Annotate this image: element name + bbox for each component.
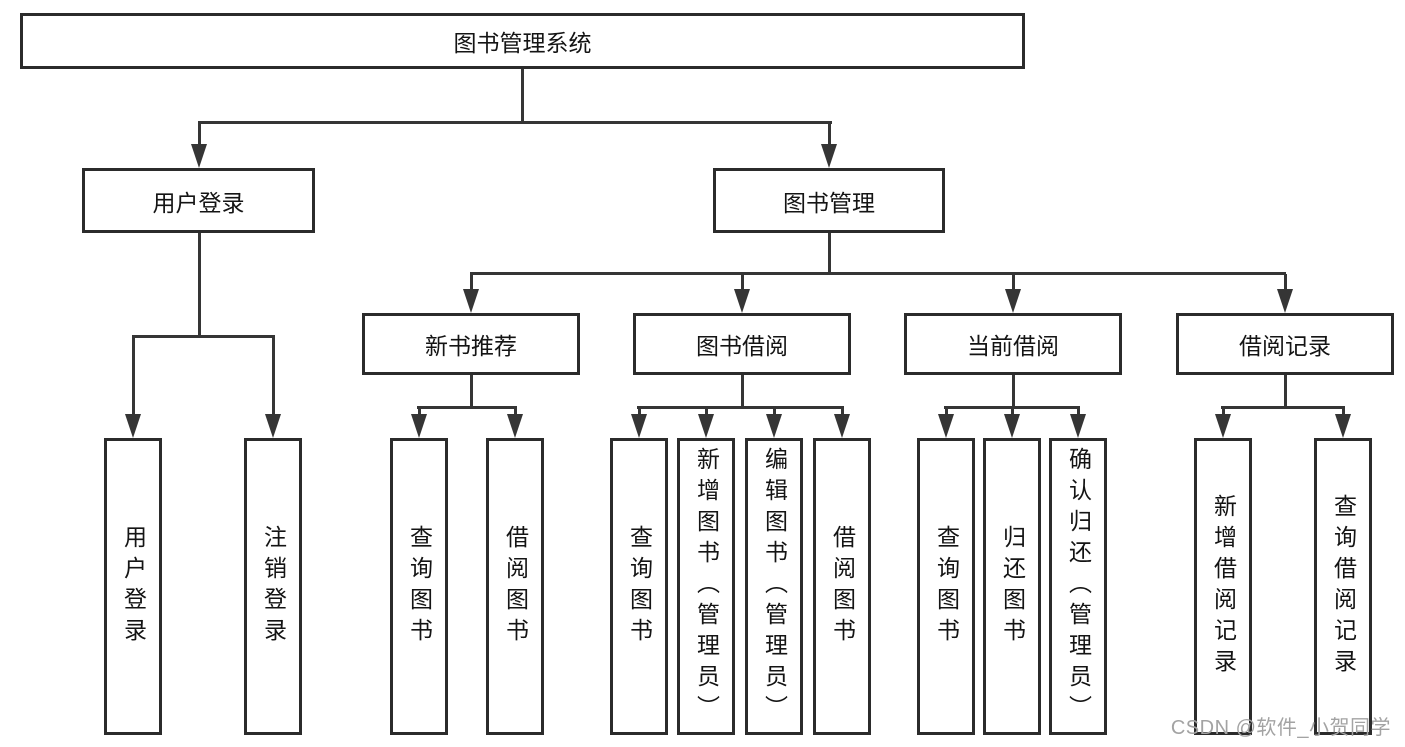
arrow-down-icon	[191, 144, 207, 168]
arrow-down-icon	[1335, 414, 1351, 438]
arrow-down-icon	[766, 414, 782, 438]
connector-line	[1284, 375, 1287, 408]
leaf-label: 查询图书	[933, 524, 959, 649]
connector-line	[1012, 274, 1015, 291]
arrow-down-icon	[834, 414, 850, 438]
connector-line	[637, 406, 844, 409]
leaf-label: 查询图书	[626, 524, 652, 649]
connector-line	[741, 375, 744, 408]
node-new-book-recommend: 新书推荐	[362, 313, 580, 375]
connector-line	[638, 408, 641, 416]
node-borrowing-records: 借阅记录	[1176, 313, 1394, 375]
arrow-down-icon	[1004, 414, 1020, 438]
arrow-down-icon	[734, 289, 750, 313]
leaf-label: 借阅图书	[502, 524, 528, 649]
leaf-label: 新增图书（管理员）	[693, 447, 719, 726]
connector-line	[945, 408, 948, 416]
connector-line	[773, 408, 776, 416]
arrow-down-icon	[1277, 289, 1293, 313]
connector-line	[470, 272, 1286, 275]
leaf-label: 新增借阅记录	[1210, 493, 1236, 680]
node-label: 新书推荐	[425, 334, 517, 359]
leaf-borrow-books: 借阅图书	[813, 438, 871, 735]
leaf-label: 归还图书	[999, 524, 1025, 649]
connector-line	[418, 408, 421, 416]
connector-line	[1012, 375, 1015, 408]
leaf-recommend-borrow-books: 借阅图书	[486, 438, 544, 735]
node-library-management-system: 图书管理系统	[20, 13, 1025, 69]
leaf-label: 查询借阅记录	[1330, 493, 1356, 680]
leaf-label: 注销登录	[260, 524, 286, 649]
connector-line	[198, 121, 832, 124]
arrow-down-icon	[507, 414, 523, 438]
node-book-management: 图书管理	[713, 168, 945, 233]
leaf-label: 确认归还（管理员）	[1065, 447, 1091, 726]
connector-line	[1077, 408, 1080, 416]
arrow-down-icon	[938, 414, 954, 438]
leaf-add-book-admin: 新增图书（管理员）	[677, 438, 735, 735]
node-user-login: 用户登录	[82, 168, 315, 233]
arrow-down-icon	[1070, 414, 1086, 438]
connector-line	[1221, 406, 1345, 409]
arrow-down-icon	[698, 414, 714, 438]
leaf-label: 借阅图书	[829, 524, 855, 649]
leaf-user-login: 用户登录	[104, 438, 162, 735]
leaf-current-query-books: 查询图书	[917, 438, 975, 735]
connector-line	[1284, 274, 1287, 291]
connector-line	[741, 274, 744, 291]
connector-line	[705, 408, 708, 416]
connector-line	[132, 337, 135, 416]
connector-line	[132, 335, 275, 338]
leaf-borrow-query-books: 查询图书	[610, 438, 668, 735]
node-label: 图书管理	[783, 190, 875, 216]
leaf-edit-book-admin: 编辑图书（管理员）	[745, 438, 803, 735]
connector-line	[470, 274, 473, 291]
connector-line	[198, 233, 201, 337]
arrow-down-icon	[411, 414, 427, 438]
leaf-add-borrow-record: 新增借阅记录	[1194, 438, 1252, 735]
leaf-recommend-query-books: 查询图书	[390, 438, 448, 735]
node-current-borrowing: 当前借阅	[904, 313, 1122, 375]
leaf-label: 用户登录	[120, 524, 146, 649]
arrow-down-icon	[1215, 414, 1231, 438]
connector-line	[841, 408, 844, 416]
leaf-return-books: 归还图书	[983, 438, 1041, 735]
node-label: 图书管理系统	[453, 31, 592, 56]
node-label: 图书借阅	[696, 334, 788, 359]
leaf-query-borrow-record: 查询借阅记录	[1314, 438, 1372, 735]
connector-line	[828, 233, 831, 274]
connector-line	[417, 406, 517, 409]
arrow-down-icon	[265, 414, 281, 438]
node-book-borrowing: 图书借阅	[633, 313, 851, 375]
node-label: 借阅记录	[1239, 334, 1331, 359]
connector-line	[1222, 408, 1225, 416]
connector-line	[828, 123, 831, 146]
leaf-label: 查询图书	[406, 524, 432, 649]
node-label: 当前借阅	[967, 334, 1059, 359]
connector-line	[198, 123, 201, 146]
connector-line	[1011, 408, 1014, 416]
connector-line	[944, 406, 1080, 409]
csdn-watermark: CSDN @软件_小贺同学	[1170, 717, 1391, 739]
connector-line	[514, 408, 517, 416]
arrow-down-icon	[463, 289, 479, 313]
node-label: 用户登录	[152, 190, 245, 216]
connector-line	[470, 375, 473, 408]
arrow-down-icon	[631, 414, 647, 438]
leaf-label: 编辑图书（管理员）	[761, 447, 787, 726]
connector-line	[1342, 408, 1345, 416]
connector-line	[521, 69, 524, 123]
leaf-logout: 注销登录	[244, 438, 302, 735]
arrow-down-icon	[821, 144, 837, 168]
connector-line	[272, 337, 275, 416]
arrow-down-icon	[1005, 289, 1021, 313]
leaf-confirm-return-admin: 确认归还（管理员）	[1049, 438, 1107, 735]
arrow-down-icon	[125, 414, 141, 438]
